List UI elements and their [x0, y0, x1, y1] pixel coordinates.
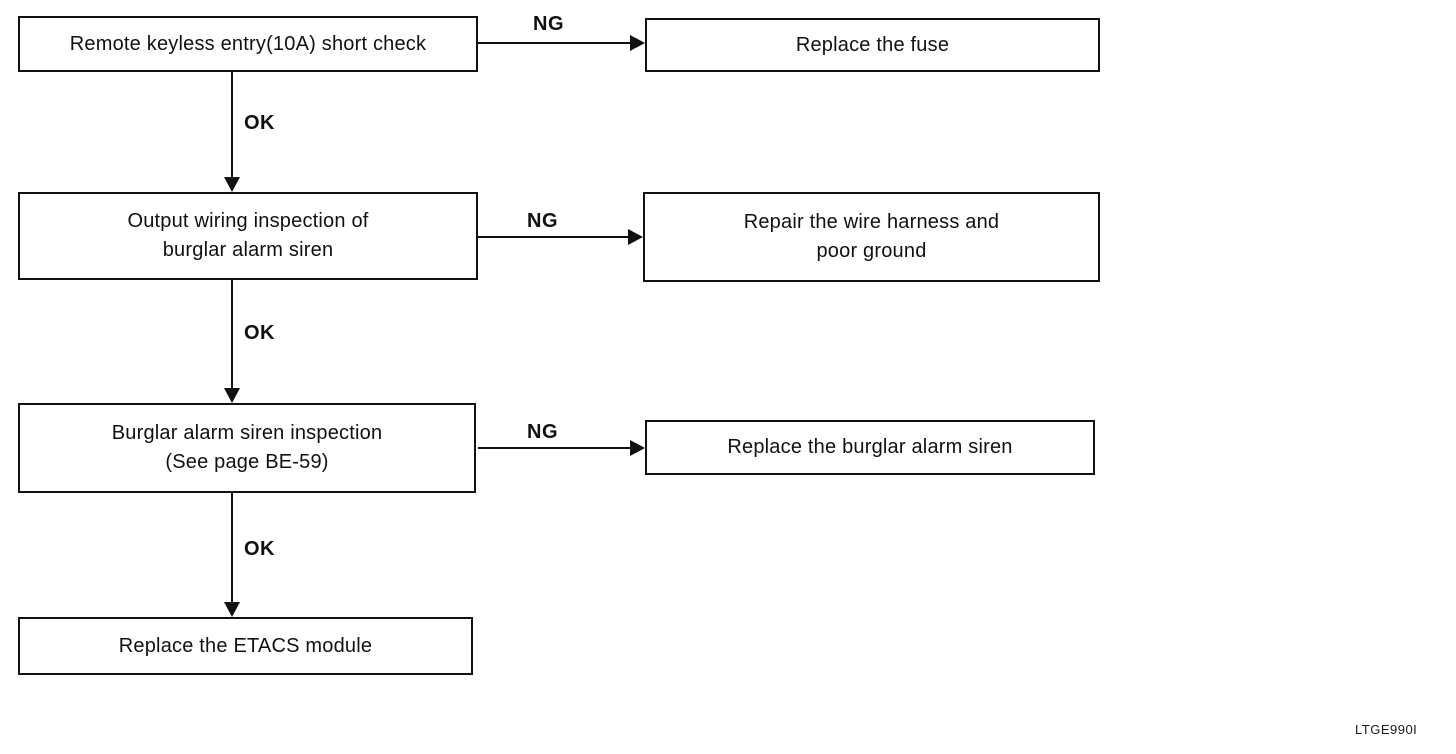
step-2-text-line-1: Output wiring inspection of — [127, 210, 369, 232]
arrow-ng-3 — [478, 440, 645, 456]
ng-label-2: NG — [527, 210, 558, 232]
arrow-ng-2-head — [628, 229, 643, 245]
arrow-ok-3-head — [224, 602, 240, 617]
arrow-ok-3 — [224, 493, 240, 617]
arrow-ok-2-head — [224, 388, 240, 403]
ng-label-1: NG — [533, 13, 564, 35]
arrow-ok-3-line — [231, 493, 233, 604]
step-3-text-line-2: (See page BE-59) — [165, 451, 329, 473]
arrow-ok-1 — [224, 72, 240, 192]
step-4-text: Replace the ETACS module — [118, 634, 373, 657]
ok-label-1: OK — [244, 112, 275, 134]
step-2-text-line-2: burglar alarm siren — [162, 239, 334, 261]
ng-action-2-text-line-1: Repair the wire harness and — [743, 211, 1000, 233]
arrow-ng-2-line — [478, 236, 631, 238]
flowchart-box-step-3: Burglar alarm siren inspection (See page… — [18, 403, 476, 493]
flowchart-box-ng-action-1: Replace the fuse — [645, 18, 1100, 72]
arrow-ok-2 — [224, 280, 240, 403]
ng-label-3: NG — [527, 421, 558, 443]
arrow-ok-1-head — [224, 177, 240, 192]
step-3-text-line-1: Burglar alarm siren inspection — [111, 422, 383, 444]
flowchart-box-step-1: Remote keyless entry(10A) short check — [18, 16, 478, 72]
arrow-ng-3-line — [478, 447, 633, 449]
arrow-ng-1 — [478, 35, 645, 51]
arrow-ng-2 — [478, 229, 643, 245]
arrow-ng-1-head — [630, 35, 645, 51]
footer-reference-code: LTGE990I — [1355, 722, 1418, 737]
flowchart-box-ng-action-2: Repair the wire harness and poor ground — [643, 192, 1100, 282]
flowchart-box-step-2: Output wiring inspection of burglar alar… — [18, 192, 478, 280]
ok-label-3: OK — [244, 538, 275, 560]
ng-action-2-text-line-2: poor ground — [816, 240, 927, 262]
arrow-ng-3-head — [630, 440, 645, 456]
flowchart-box-ng-action-3: Replace the burglar alarm siren — [645, 420, 1095, 475]
flowchart-box-step-4: Replace the ETACS module — [18, 617, 473, 675]
arrow-ok-2-line — [231, 280, 233, 390]
ok-label-2: OK — [244, 322, 275, 344]
ng-action-1-text: Replace the fuse — [795, 33, 950, 56]
arrow-ng-1-line — [478, 42, 633, 44]
step-1-text: Remote keyless entry(10A) short check — [69, 32, 427, 55]
ng-action-3-text: Replace the burglar alarm siren — [727, 436, 1013, 458]
arrow-ok-1-line — [231, 72, 233, 179]
